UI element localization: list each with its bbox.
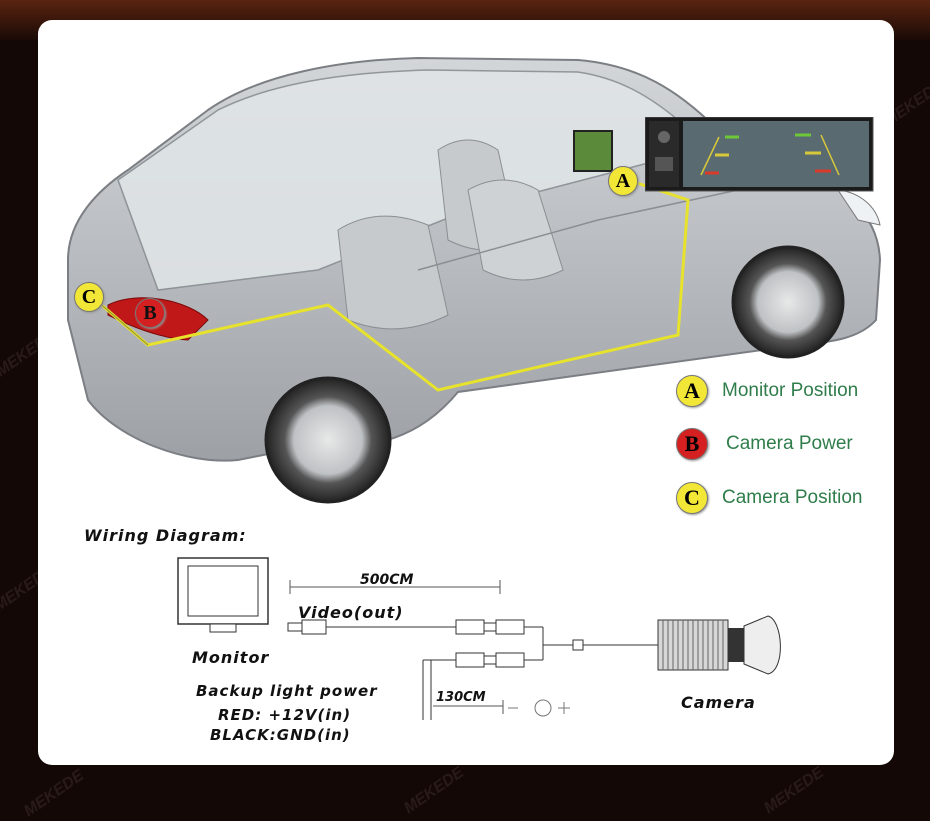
backup-label: Backup light power bbox=[196, 682, 378, 700]
wiring-diagram bbox=[177, 557, 781, 720]
front-wheel bbox=[731, 245, 845, 359]
content-panel: A B C A Monitor Position B Camera Power … bbox=[38, 20, 894, 765]
length-bottom-label: 130CM bbox=[436, 690, 486, 705]
length-top-label: 500CM bbox=[360, 572, 414, 588]
legend-item-c: C Camera Position bbox=[676, 482, 862, 514]
black-label: BLACK:GND(in) bbox=[210, 726, 351, 744]
monitor-inset bbox=[645, 117, 874, 192]
legend-item-b: B Camera Power bbox=[676, 428, 853, 460]
watermark-bottom-1: MEKEDE bbox=[21, 766, 87, 821]
legend-item-a: A Monitor Position bbox=[676, 375, 858, 407]
dash-screen bbox=[573, 130, 613, 172]
legend-label-b: Camera Power bbox=[726, 433, 853, 454]
seat-rear-2 bbox=[467, 179, 564, 281]
monitor-label: Monitor bbox=[192, 648, 270, 667]
video-label: Video(out) bbox=[298, 603, 404, 622]
marker-c: C bbox=[74, 282, 104, 312]
camera-label: Camera bbox=[681, 693, 756, 712]
watermark-bottom-3: MEKEDE bbox=[761, 763, 827, 818]
rear-wheel bbox=[264, 376, 392, 504]
legend-badge-c: C bbox=[676, 482, 708, 514]
watermark-bottom-2: MEKEDE bbox=[401, 763, 467, 818]
legend-label-c: Camera Position bbox=[722, 487, 863, 508]
legend-label-a: Monitor Position bbox=[722, 380, 859, 401]
red-label: RED: +12V(in) bbox=[218, 706, 352, 724]
legend-badge-a: A bbox=[676, 375, 708, 407]
marker-b: B bbox=[135, 298, 165, 328]
legend-badge-b: B bbox=[676, 428, 708, 460]
seat-rear bbox=[337, 215, 449, 330]
wiring-title: Wiring Diagram: bbox=[84, 526, 247, 545]
marker-a: A bbox=[608, 166, 638, 196]
